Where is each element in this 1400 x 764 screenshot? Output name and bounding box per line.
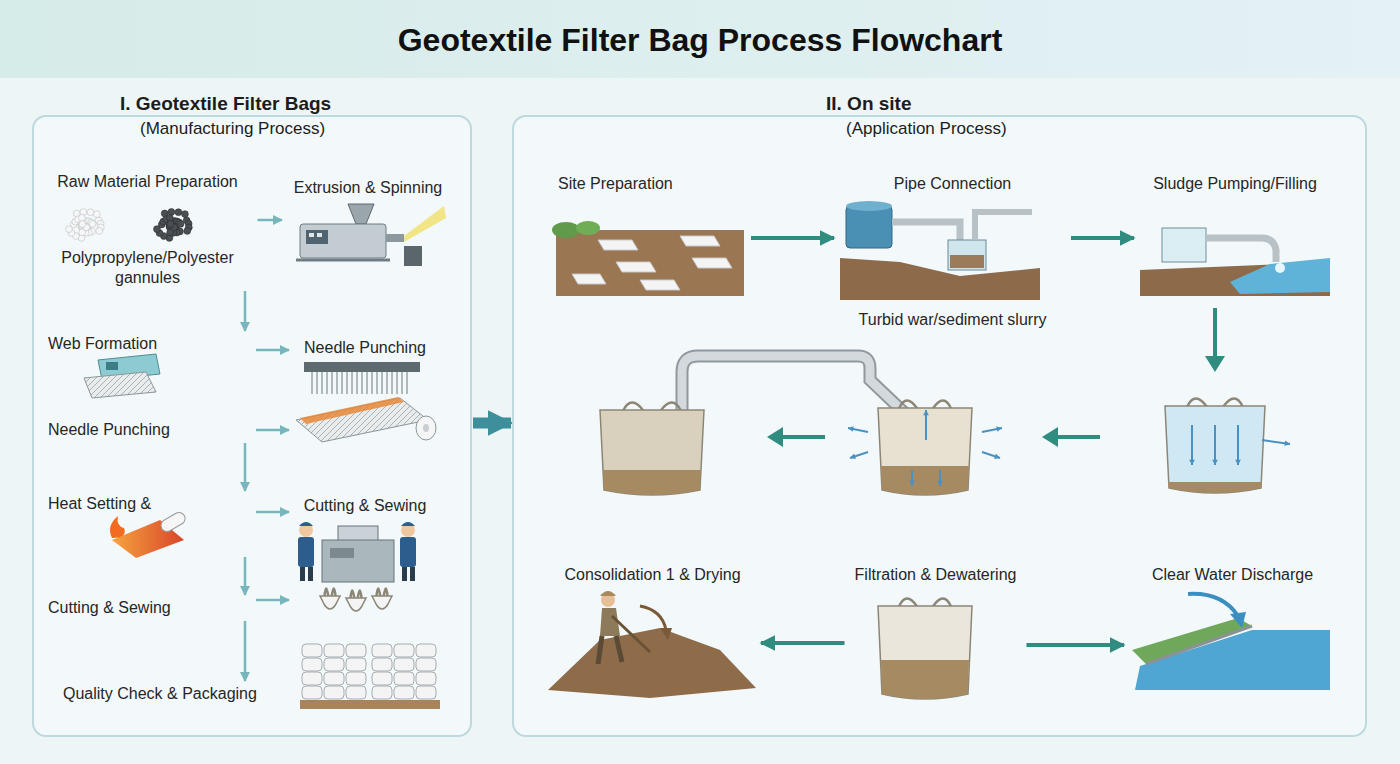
step-label: Heat Setting &	[48, 494, 151, 514]
panel-subheading: (Manufacturing Process)	[134, 118, 331, 140]
process-step: Extrusion & Spinning	[283, 176, 453, 271]
finished-bags	[320, 589, 392, 612]
step-label: Cutting & Sewing	[48, 598, 171, 618]
flow-arrow	[258, 219, 283, 222]
process-step: Needle Punching	[290, 336, 440, 444]
step-label: Quality Check & Packaging	[63, 684, 257, 704]
process-step: Raw Material PreparationPolypropylene/Po…	[39, 170, 257, 290]
process-step: Cutting & Sewing	[290, 494, 440, 612]
flow-arrow	[473, 418, 511, 429]
step-label: Filtration & Dewatering	[855, 565, 1017, 585]
panel-heading: I. Geotextile Filter Bags	[114, 93, 337, 115]
diagram-title: Geotextile Filter Bag Process Flowchart	[0, 20, 1400, 60]
flow-arrow	[751, 236, 834, 240]
flow-arrow	[244, 443, 247, 491]
flow-arrow	[1027, 643, 1125, 647]
title-band	[0, 0, 1400, 78]
flow-arrow	[256, 349, 289, 352]
flow-arrow	[244, 621, 247, 681]
panel-heading: II. On site	[820, 93, 918, 115]
site-ground	[552, 221, 744, 296]
step-label: Cutting & Sewing	[304, 496, 427, 516]
panel-ground	[32, 115, 1367, 737]
process-step: Cutting & Sewing	[40, 596, 255, 620]
process-step: Sludge Pumping/Filling	[1135, 172, 1335, 297]
process-step: Web Formation	[40, 332, 255, 398]
process-step: Quality Check & Packaging	[55, 682, 275, 710]
packed-pallets	[300, 644, 440, 709]
step-label: Web Formation	[48, 334, 157, 354]
flow-arrow	[244, 557, 247, 595]
process-step: Pipe ConnectionTurbid war/sediment slurr…	[835, 172, 1070, 332]
drying-pile	[548, 591, 756, 698]
flow-arrow	[1071, 236, 1134, 240]
step-label: Raw Material Preparation	[57, 172, 238, 192]
needle-loom	[296, 362, 436, 442]
heat-setter	[110, 510, 187, 558]
step-label: Site Preparation	[558, 174, 673, 194]
panel-subheading: (Application Process)	[840, 118, 1013, 140]
process-step: Needle Punching	[40, 418, 255, 442]
flow-arrow	[256, 511, 289, 514]
filling-station	[1140, 228, 1330, 296]
step-label: Needle Punching	[304, 338, 426, 358]
step-label: Consolidation 1 & Drying	[564, 565, 740, 585]
step-label: Needle Punching	[48, 420, 170, 440]
flow-arrow	[256, 599, 289, 602]
flow-arrows	[767, 308, 1225, 447]
flow-arrow	[244, 291, 247, 331]
flow-arrow	[256, 429, 289, 432]
process-step: Filtration & Dewatering	[846, 563, 1026, 703]
water-arrows	[848, 410, 1290, 486]
process-step: Site Preparation	[550, 172, 750, 297]
step-label: Sludge Pumping/Filling	[1153, 174, 1317, 194]
process-panel: I. Geotextile Filter Bags(Manufacturing …	[32, 115, 472, 737]
granules	[66, 209, 193, 242]
web-former	[84, 354, 160, 398]
process-step: Consolidation 1 & Drying	[545, 563, 760, 698]
flow-arrow	[761, 641, 845, 645]
step-label: Clear Water Discharge	[1152, 565, 1313, 585]
step-label: Pipe Connection	[894, 174, 1011, 194]
clear-water	[1132, 594, 1330, 690]
step-note: Polypropylene/Polyester gannules	[48, 248, 248, 288]
process-step: Clear Water Discharge	[1125, 563, 1340, 675]
process-panel: II. On site(Application Process)Site Pre…	[512, 115, 1367, 737]
extruder	[296, 204, 446, 266]
sewing-station	[298, 522, 416, 582]
process-step: Heat Setting &	[40, 492, 255, 556]
pump-and-pipe	[840, 201, 1040, 300]
step-note: Turbid war/sediment slurry	[859, 310, 1047, 330]
step-label: Extrusion & Spinning	[294, 178, 443, 198]
